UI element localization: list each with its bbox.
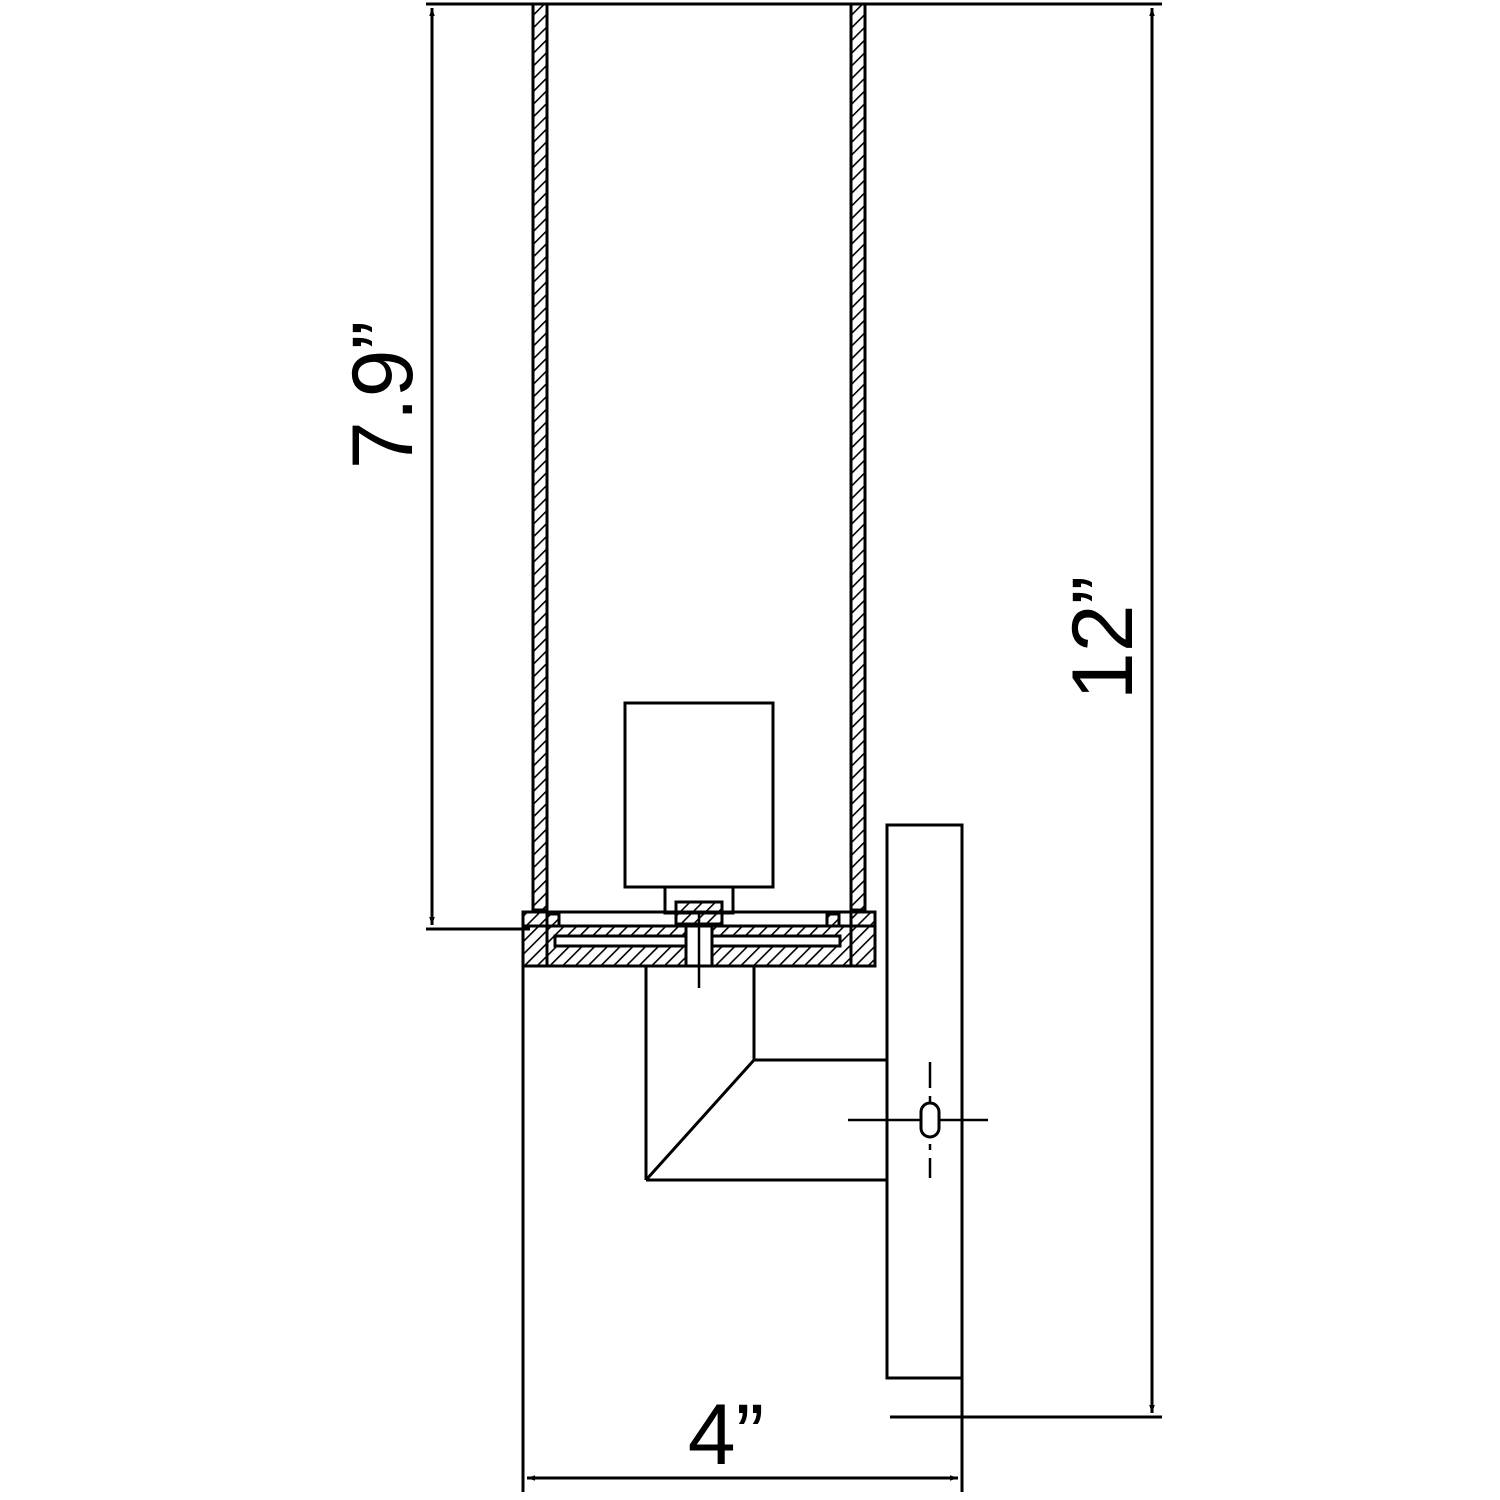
shade-left-wall — [531, 2, 549, 912]
shade-right-wall — [849, 2, 867, 912]
base-inner-right-clip — [825, 912, 841, 928]
base-inner-left-clip — [545, 912, 561, 928]
arm-bend-line — [644, 1058, 756, 1182]
mounting-slot — [919, 1101, 941, 1139]
overall-width-label: 4” — [688, 1387, 764, 1483]
base-right-lip — [849, 910, 877, 928]
base-left-lip — [521, 910, 549, 928]
bulb-socket — [623, 701, 775, 889]
wall-backplate — [885, 823, 964, 1380]
overall-height-label: 12” — [1055, 576, 1151, 700]
shade-height-label: 7.9” — [335, 321, 431, 469]
